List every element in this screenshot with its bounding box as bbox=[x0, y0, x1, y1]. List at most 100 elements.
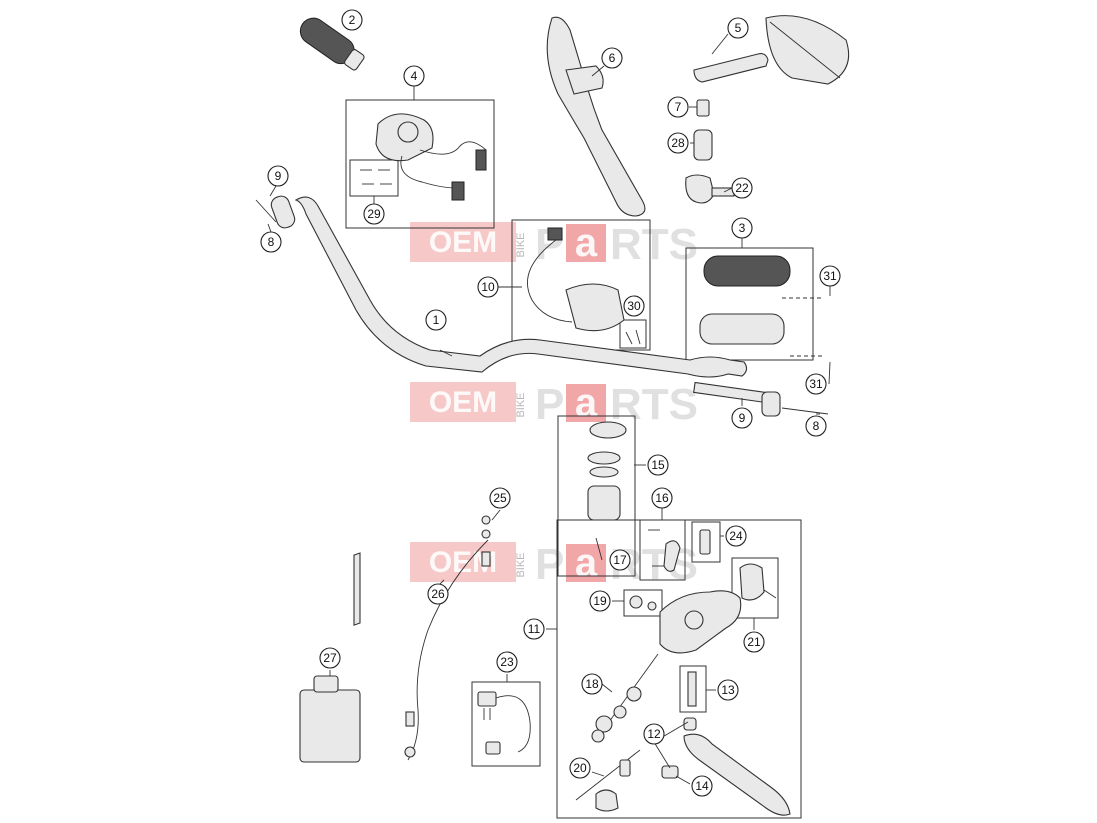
callout-22[interactable]: 22 bbox=[731, 177, 753, 199]
leader-lines bbox=[267, 33, 831, 785]
box-throttle-grip bbox=[685, 247, 814, 361]
clamp-22-part bbox=[685, 174, 735, 204]
callout-24[interactable]: 24 bbox=[725, 525, 747, 547]
callout-5[interactable]: 5 bbox=[727, 17, 749, 39]
bar-end-left-part bbox=[255, 195, 296, 229]
box-clamp-21 bbox=[731, 557, 779, 619]
callout-18[interactable]: 18 bbox=[581, 673, 603, 695]
adapter-28-part bbox=[693, 129, 713, 161]
callout-28[interactable]: 28 bbox=[667, 132, 689, 154]
svg-text:12: 12 bbox=[647, 727, 661, 741]
callout-27[interactable]: 27 bbox=[319, 647, 341, 669]
callout-21[interactable]: 21 bbox=[743, 631, 765, 653]
callout-16[interactable]: 16 bbox=[651, 487, 673, 509]
svg-text:15: 15 bbox=[651, 458, 665, 472]
svg-text:29: 29 bbox=[367, 207, 381, 221]
svg-text:23: 23 bbox=[500, 655, 514, 669]
callout-30[interactable]: 30 bbox=[623, 295, 645, 317]
callout-31-top[interactable]: 31 bbox=[819, 265, 841, 287]
switch-right-part bbox=[527, 227, 625, 332]
brake-fluid-bottle-part bbox=[299, 552, 361, 763]
svg-text:2: 2 bbox=[349, 13, 356, 27]
svg-text:31: 31 bbox=[809, 377, 823, 391]
callout-20[interactable]: 20 bbox=[569, 757, 591, 779]
callout-10[interactable]: 10 bbox=[477, 276, 499, 298]
fitting-24-part bbox=[699, 529, 711, 555]
svg-text:26: 26 bbox=[431, 587, 445, 601]
callout-12[interactable]: 12 bbox=[643, 723, 665, 745]
svg-text:20: 20 bbox=[573, 761, 587, 775]
lever-guard-part bbox=[546, 16, 646, 217]
callout-1[interactable]: 1 bbox=[425, 309, 447, 331]
box-switch-23 bbox=[471, 681, 541, 767]
master-cylinder-part bbox=[659, 590, 742, 654]
screws-30-part bbox=[625, 329, 641, 345]
svg-text:21: 21 bbox=[747, 635, 761, 649]
svg-text:19: 19 bbox=[593, 594, 607, 608]
callout-23[interactable]: 23 bbox=[496, 651, 518, 673]
svg-text:P: P bbox=[535, 540, 564, 589]
callout-29[interactable]: 29 bbox=[363, 203, 385, 225]
callout-7[interactable]: 7 bbox=[667, 96, 689, 118]
svg-text:31: 31 bbox=[823, 269, 837, 283]
svg-text:a: a bbox=[575, 541, 598, 585]
clamp-21-part bbox=[739, 563, 777, 601]
watermark-top: OEM BIKE P a RTS bbox=[410, 220, 698, 269]
svg-text:8: 8 bbox=[268, 235, 275, 249]
screws-29-part bbox=[360, 169, 392, 185]
svg-text:BIKE: BIKE bbox=[515, 392, 527, 417]
callout-17[interactable]: 17 bbox=[609, 549, 631, 571]
svg-text:18: 18 bbox=[585, 677, 599, 691]
callout-8-right[interactable]: 8 bbox=[805, 415, 827, 437]
callout-2[interactable]: 2 bbox=[341, 9, 363, 31]
reservoir-part bbox=[587, 421, 627, 561]
callout-15[interactable]: 15 bbox=[647, 454, 669, 476]
callout-14[interactable]: 14 bbox=[691, 775, 713, 797]
mirror-part bbox=[693, 15, 850, 85]
callout-26[interactable]: 26 bbox=[427, 583, 449, 605]
svg-text:10: 10 bbox=[481, 280, 495, 294]
brake-lever-part bbox=[661, 717, 791, 816]
switch-left-part bbox=[375, 113, 487, 201]
callout-8-left[interactable]: 8 bbox=[260, 231, 282, 253]
svg-text:9: 9 bbox=[275, 169, 282, 183]
svg-text:13: 13 bbox=[721, 683, 735, 697]
callout-13[interactable]: 13 bbox=[717, 679, 739, 701]
svg-text:24: 24 bbox=[729, 529, 743, 543]
svg-text:28: 28 bbox=[671, 136, 685, 150]
callout-25[interactable]: 25 bbox=[489, 487, 511, 509]
callout-3[interactable]: 3 bbox=[731, 217, 753, 239]
callout-9-left[interactable]: 9 bbox=[267, 165, 289, 187]
callout-31-bottom[interactable]: 31 bbox=[805, 373, 827, 395]
svg-text:14: 14 bbox=[695, 779, 709, 793]
bolt-13-part bbox=[687, 671, 697, 707]
callout-9-right[interactable]: 9 bbox=[731, 407, 753, 429]
throttle-grip-part bbox=[699, 255, 822, 357]
callout-4[interactable]: 4 bbox=[403, 65, 425, 87]
svg-text:27: 27 bbox=[323, 651, 337, 665]
svg-text:RTS: RTS bbox=[610, 220, 698, 269]
box-fitting-19 bbox=[623, 589, 663, 617]
callout-11[interactable]: 11 bbox=[523, 618, 545, 640]
switch-23-part bbox=[477, 691, 531, 755]
box-switch-left bbox=[345, 99, 495, 229]
bar-end-right-part bbox=[693, 381, 829, 417]
box-fastener-30 bbox=[619, 319, 647, 349]
callout-6[interactable]: 6 bbox=[601, 47, 623, 69]
svg-text:OEM: OEM bbox=[429, 386, 497, 419]
bracket-16-part bbox=[648, 529, 681, 572]
svg-text:22: 22 bbox=[735, 181, 749, 195]
callout-19[interactable]: 19 bbox=[589, 590, 611, 612]
svg-text:a: a bbox=[575, 221, 598, 265]
svg-text:17: 17 bbox=[613, 553, 627, 567]
svg-text:6: 6 bbox=[609, 51, 616, 65]
svg-text:8: 8 bbox=[813, 419, 820, 433]
handlebar-part bbox=[294, 196, 748, 378]
svg-text:4: 4 bbox=[411, 69, 418, 83]
svg-text:30: 30 bbox=[627, 299, 641, 313]
svg-text:25: 25 bbox=[493, 491, 507, 505]
watermark-bottom: OEM BIKE P a RTS bbox=[410, 540, 698, 589]
watermark-middle: OEM BIKE P a RTS bbox=[410, 380, 698, 429]
box-bolt-13 bbox=[679, 665, 707, 713]
svg-text:11: 11 bbox=[528, 622, 541, 636]
